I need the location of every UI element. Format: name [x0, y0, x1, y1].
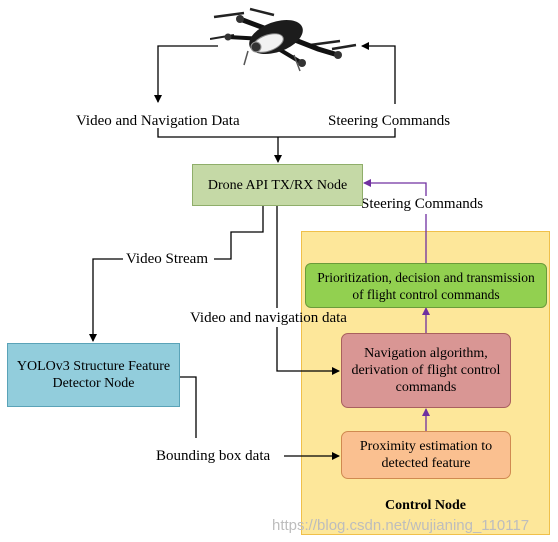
node-navigation: Navigation algorithm, derivation of flig…	[341, 333, 511, 408]
node-navigation-label: Navigation algorithm, derivation of flig…	[351, 346, 501, 395]
drone-icon	[210, 7, 357, 72]
connector-yolo-to-bbox	[180, 376, 197, 438]
arrow-video-stream-to-yolo	[89, 258, 123, 342]
arrow-video-nav-to-navigation	[276, 327, 340, 375]
control-node-label: Control Node	[384, 498, 467, 513]
node-proximity: Proximity estimation to detected feature	[341, 431, 511, 479]
node-drone-api-label: Drone API TX/RX Node	[207, 177, 348, 193]
label-steering-right: Steering Commands	[361, 196, 484, 212]
node-proximity-label: Proximity estimation to detected feature	[359, 439, 493, 471]
node-prioritization: Prioritization, decision and transmissio…	[305, 263, 547, 308]
node-prioritization-label: Prioritization, decision and transmissio…	[317, 269, 535, 302]
node-yolo: YOLOv3 Structure Feature Detector Node	[7, 343, 180, 407]
connector-top-bracket	[157, 128, 396, 138]
node-drone-api: Drone API TX/RX Node	[192, 164, 363, 206]
label-steering-top: Steering Commands	[328, 113, 451, 129]
watermark-text: https://blog.csdn.net/wujianing_110117	[272, 517, 530, 534]
arrow-steering-to-drone	[361, 42, 396, 104]
arrow-drone-to-video-nav	[154, 45, 218, 103]
label-video-nav-mid: Video and navigation data	[190, 310, 347, 326]
label-video-stream: Video Stream	[126, 251, 208, 267]
arrow-steering-to-drone-api	[363, 179, 427, 196]
node-yolo-label: YOLOv3 Structure Feature Detector Node	[16, 359, 171, 391]
label-video-nav-top: Video and Navigation Data	[76, 113, 240, 129]
connector-video-stream-upper	[214, 206, 264, 260]
label-bounding-box: Bounding box data	[156, 448, 271, 464]
